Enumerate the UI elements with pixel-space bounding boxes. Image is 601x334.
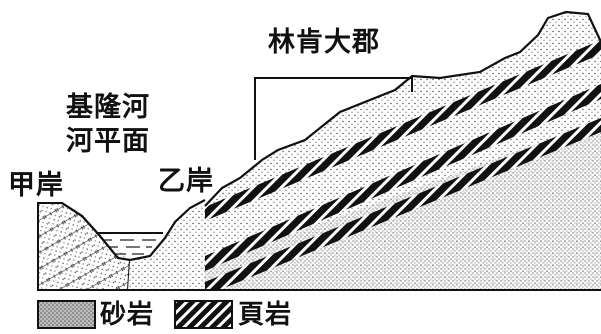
mountain-outline (204, 10, 601, 207)
mountain-label: 林肯大郡 (268, 27, 380, 58)
river-sediment (100, 206, 205, 290)
bank-a-label: 甲岸 (8, 170, 64, 201)
river-water (96, 232, 163, 255)
river-level-label: 河平面 (66, 126, 150, 157)
mountain-leader-line (254, 77, 413, 160)
legend-sandstone-swatch (37, 300, 96, 329)
legend-sandstone-label: 砂岩 (100, 300, 155, 330)
legend-shale-label: 頁岩 (238, 300, 293, 330)
shale-layer-1 (205, 40, 601, 221)
bank-b-label: 乙岸 (158, 166, 214, 197)
river-channel-outline (61, 199, 206, 262)
shale-layer-3 (205, 118, 601, 290)
legend-shale-swatch (174, 300, 233, 329)
shale-layer-2 (205, 84, 601, 271)
river-label: 基隆河 (66, 92, 150, 123)
